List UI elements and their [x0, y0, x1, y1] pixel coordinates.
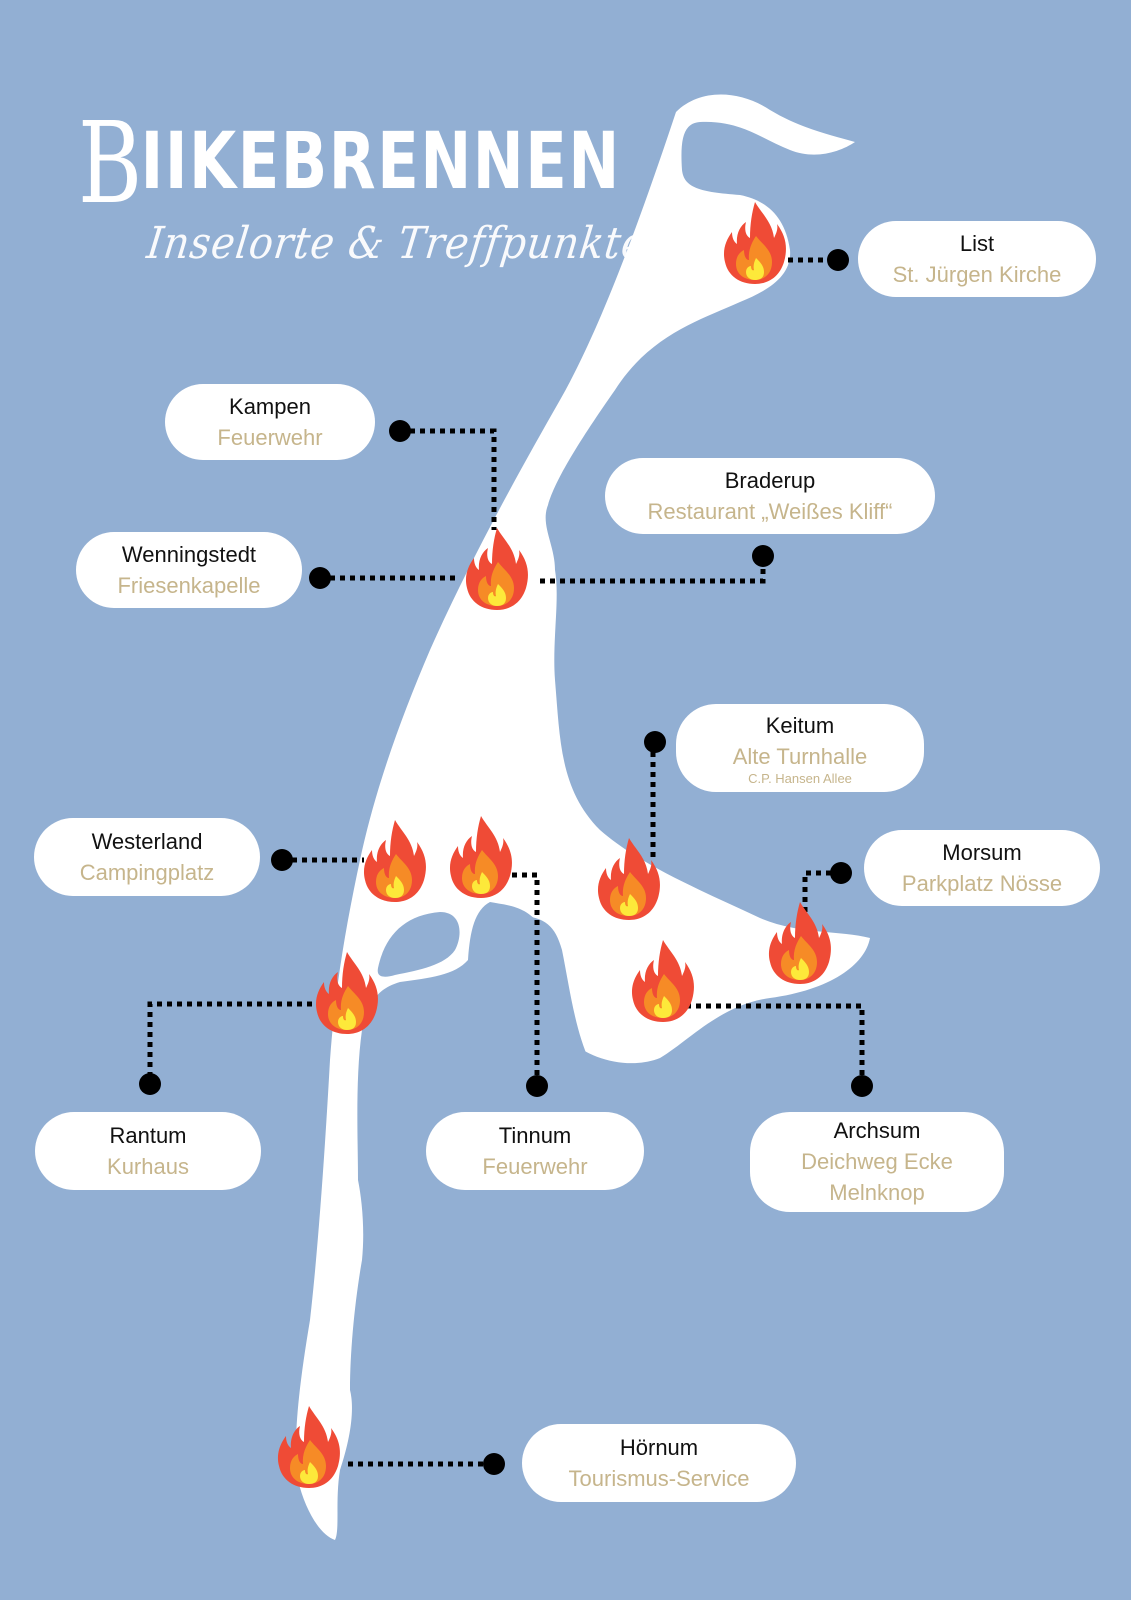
venue-name: Alte Turnhalle [732, 743, 868, 769]
marker-dot-tinnum [526, 1075, 548, 1097]
venue-name: Friesenkapelle [117, 572, 261, 598]
title-rest: IIKEBRENNEN [140, 117, 621, 207]
location-label-list[interactable]: List St. Jürgen Kirche [858, 221, 1096, 297]
connector-morsum [802, 870, 841, 925]
marker-dot-kampen [389, 420, 411, 442]
place-name: Westerland [91, 828, 203, 854]
connector-braderup [540, 556, 766, 584]
location-label-hoernum[interactable]: Hörnum Tourismus-Service [522, 1424, 796, 1502]
location-label-wenningstedt[interactable]: Wenningstedt Friesenkapelle [76, 532, 302, 608]
place-name: Braderup [724, 467, 816, 493]
place-name: Archsum [833, 1118, 921, 1143]
fire-icon[interactable] [722, 200, 788, 284]
venue-name-line2: Melnknop [829, 1180, 925, 1205]
place-name: Tinnum [498, 1122, 572, 1148]
fire-icon[interactable] [767, 900, 833, 984]
venue-name: Tourismus-Service [568, 1465, 750, 1491]
fire-icon[interactable] [464, 526, 530, 610]
fire-icon[interactable] [276, 1404, 342, 1488]
venue-name: Restaurant „Weißes Kliff“ [647, 498, 893, 524]
location-label-keitum[interactable]: Keitum Alte Turnhalle C.P. Hansen Allee [676, 704, 924, 792]
location-label-archsum[interactable]: Archsum Deichweg Ecke Melnknop [750, 1112, 1004, 1212]
marker-dot-westerland [271, 849, 293, 871]
marker-dot-archsum [851, 1075, 873, 1097]
place-name: List [959, 230, 995, 256]
place-name: Kampen [229, 393, 311, 419]
place-name: Hörnum [619, 1434, 699, 1460]
connector-kampen [400, 428, 497, 530]
marker-dot-hoernum [483, 1453, 505, 1475]
connector-rantum [147, 1001, 312, 1084]
marker-dot-wenningstedt [309, 567, 331, 589]
title-initial: B [78, 99, 144, 229]
location-label-rantum[interactable]: Rantum Kurhaus [35, 1112, 261, 1190]
connector-tinnum [512, 872, 540, 1086]
bay-notch [470, 908, 590, 1062]
marker-dot-braderup [752, 545, 774, 567]
fire-icon[interactable] [362, 818, 428, 902]
fire-icon[interactable] [314, 950, 380, 1034]
fire-icon[interactable] [596, 836, 662, 920]
fire-icon[interactable] [630, 938, 696, 1022]
island-sylt [295, 94, 871, 1540]
lagoon [377, 912, 460, 977]
location-label-westerland[interactable]: Westerland Campingplatz [34, 818, 260, 896]
marker-dot-list [827, 249, 849, 271]
marker-dot-morsum [830, 862, 852, 884]
location-label-morsum[interactable]: Morsum Parkplatz Nösse [864, 830, 1100, 906]
page-subtitle: Inselorte & Treffpunkte [144, 218, 650, 269]
venue-name: Kurhaus [107, 1153, 189, 1179]
page-title: BIIKEBRENNEN [78, 108, 621, 220]
marker-dot-keitum [644, 731, 666, 753]
location-label-braderup[interactable]: Braderup Restaurant „Weißes Kliff“ [605, 458, 935, 534]
venue-name: Parkplatz Nösse [901, 870, 1063, 896]
connectors [147, 257, 865, 1467]
venue-name: Campingplatz [79, 859, 215, 885]
location-label-tinnum[interactable]: Tinnum Feuerwehr [426, 1112, 644, 1190]
venue-name: St. Jürgen Kirche [892, 261, 1062, 287]
place-name: Morsum [942, 839, 1022, 865]
location-label-kampen[interactable]: Kampen Feuerwehr [165, 384, 375, 460]
fire-icon[interactable] [448, 814, 514, 898]
marker-dot-rantum [139, 1073, 161, 1095]
place-name: Keitum [765, 712, 835, 738]
venue-name: Deichweg Ecke [801, 1149, 953, 1174]
venue-name: Feuerwehr [217, 424, 323, 450]
venue-name: Feuerwehr [482, 1153, 588, 1179]
place-name: Rantum [109, 1122, 187, 1148]
place-name: Wenningstedt [121, 541, 257, 567]
street-name: C.P. Hansen Allee [748, 770, 852, 786]
